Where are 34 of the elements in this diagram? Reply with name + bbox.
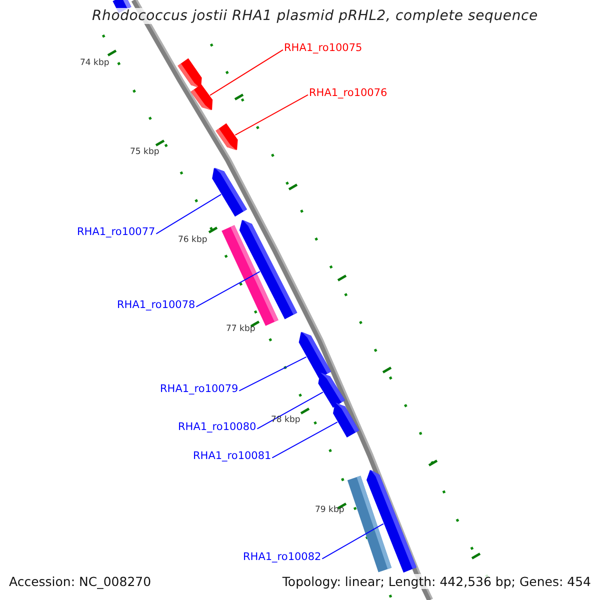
gene-label: RHA1_ro10079 [160, 383, 238, 396]
leader-line [156, 194, 222, 234]
leader-line [238, 356, 307, 392]
gene-feature [333, 402, 360, 438]
gene-feature [298, 332, 332, 378]
diagram-title: Rhodococcus jostii RHA1 plasmid pRHL2, complete sequence [92, 8, 538, 24]
gene-feature [190, 84, 213, 110]
gene-label: RHA1_ro10081 [193, 450, 272, 463]
scale-label: 77 kbp [226, 324, 256, 334]
gene-label: RHA1_ro10076 [309, 87, 388, 100]
gene-label: RHA1_ro10077 [77, 226, 156, 239]
leader-line [256, 392, 324, 430]
leader-line [210, 49, 284, 96]
leader-line [196, 271, 260, 308]
leader-line [272, 422, 338, 458]
gene-feature [318, 372, 345, 408]
gene-feature [178, 58, 202, 88]
scale-label: 74 kbp [80, 58, 110, 68]
gene-feature [366, 470, 416, 573]
scale-label: 79 kbp [315, 505, 344, 515]
leader-line [322, 523, 384, 560]
gene-label: RHA1_ro10080 [178, 421, 256, 434]
scale-label: 75 kbp [130, 147, 160, 157]
gene-label: RHA1_ro10082 [243, 551, 322, 564]
gene-feature [239, 220, 298, 320]
scale-label: 78 kbp [271, 415, 300, 425]
leader-line [234, 94, 308, 136]
gene-feature [216, 123, 238, 150]
gene-feature [212, 168, 247, 217]
accession-text: Accession: NC_008270 [9, 574, 152, 589]
sequence-info-text: Topology: linear; Length: 442,536 bp; Genes: 454 [282, 574, 591, 589]
gene-label: RHA1_ro10075 [284, 42, 362, 55]
gene-label: RHA1_ro10078 [117, 299, 196, 312]
scale-label: 76 kbp [178, 235, 208, 245]
